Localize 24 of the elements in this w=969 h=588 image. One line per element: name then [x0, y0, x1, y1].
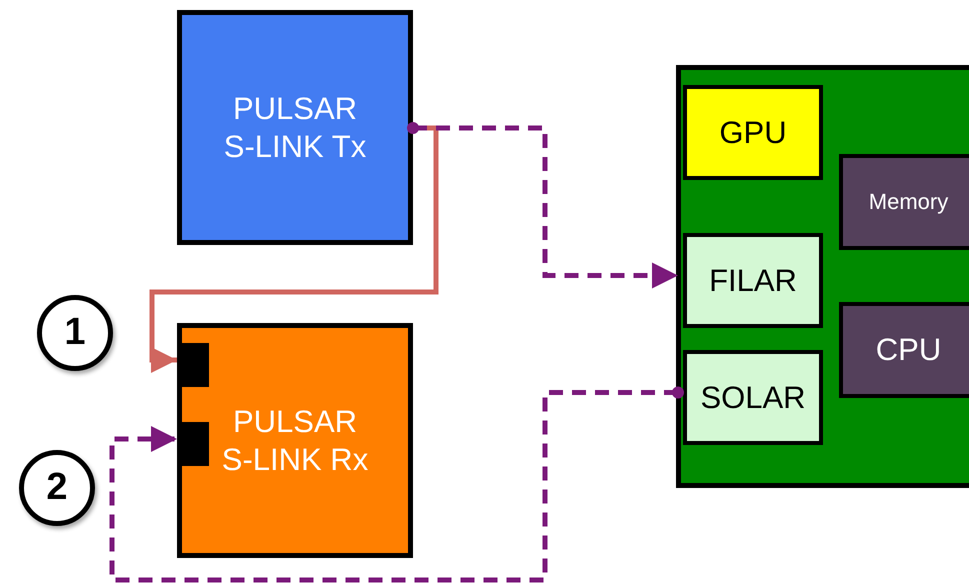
box-label: PULSAR S-LINK Rx [220, 403, 370, 478]
connector-arrow [407, 122, 678, 288]
number-circle [19, 450, 95, 526]
module-box [177, 10, 413, 245]
box-label: GPU [719, 114, 787, 152]
port-bar [182, 422, 209, 466]
module-box [177, 323, 413, 558]
card-box [683, 350, 823, 445]
box-label: FILAR [709, 262, 797, 300]
number-circle [37, 295, 113, 371]
chip-box [839, 154, 969, 250]
connector-arrow [110, 386, 684, 582]
board-panel [676, 65, 969, 488]
chip-box [683, 85, 823, 180]
port-bar [182, 343, 209, 387]
callout-number: 2 [46, 465, 68, 510]
connector-arrow [150, 126, 438, 373]
box-label: SOLAR [700, 378, 806, 416]
box-label: Memory [868, 188, 948, 216]
callout-number: 1 [64, 310, 86, 356]
box-label: CPU [876, 331, 942, 369]
box-label: PULSAR S-LINK Tx [222, 90, 368, 165]
chip-box [839, 302, 969, 398]
card-box [683, 233, 823, 328]
